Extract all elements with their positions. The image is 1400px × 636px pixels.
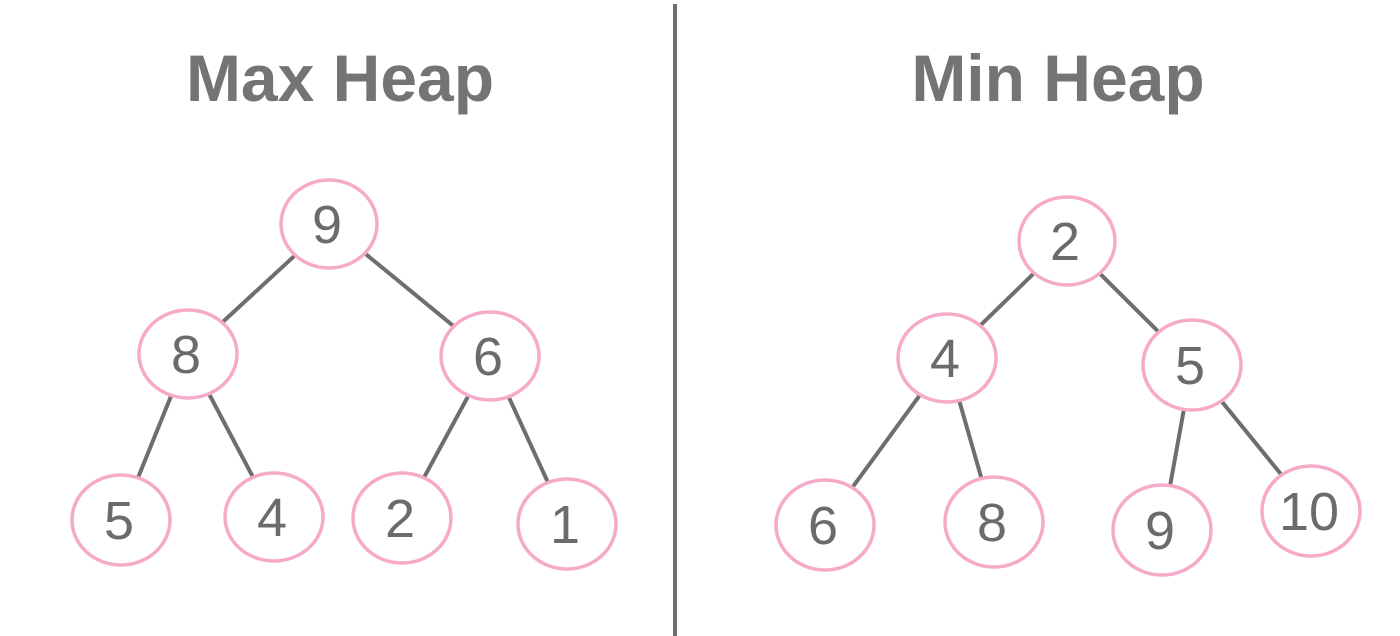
max-heap-node-label: 2 [385, 489, 415, 549]
min-heap-node-10: 10 [1260, 464, 1362, 558]
min-heap-node-6: 6 [774, 478, 876, 572]
max-heap-node-circle [70, 473, 172, 567]
max-heap-edge-m9-m8 [220, 253, 297, 324]
min-heap-node-9: 9 [1111, 483, 1213, 577]
min-heap-node-circle [943, 475, 1045, 569]
min-heap-node-label: 8 [977, 493, 1007, 553]
max-heap-node-9: 9 [279, 178, 379, 270]
min-heap-node-circle [1111, 483, 1213, 577]
max-heap-edge-m8-m5 [136, 394, 174, 479]
max-heap-edge-m6-m2 [422, 394, 471, 479]
min-heap-node-label: 10 [1279, 482, 1339, 542]
max-heap-node-4: 4 [223, 471, 325, 563]
max-heap-edge-m9-m6 [363, 251, 456, 328]
min-heap-node-2: 2 [1017, 195, 1117, 287]
max-heap-node-1: 1 [516, 477, 618, 571]
min-heap-title: Min Heap [911, 41, 1204, 115]
min-heap-node-circle [1260, 464, 1362, 558]
max-heap-node-6: 6 [439, 310, 541, 402]
max-heap-node-label: 5 [104, 491, 134, 551]
min-heap-node-8: 8 [943, 475, 1045, 569]
min-heap-node-circle [1141, 318, 1243, 412]
min-heap-node-label: 5 [1175, 336, 1205, 396]
min-heap-edge-n4-n8 [957, 400, 984, 480]
max-heap-node-circle [439, 310, 541, 402]
min-heap-node-4: 4 [896, 312, 998, 404]
max-heap-node-circle [223, 471, 325, 563]
min-heap-node-label: 2 [1050, 212, 1080, 272]
max-heap-node-2: 2 [351, 471, 453, 565]
min-heap-node-circle [774, 478, 876, 572]
max-heap-node-5: 5 [70, 473, 172, 567]
min-heap-node-circle [1017, 195, 1117, 287]
max-heap-edge-m8-m4 [207, 392, 255, 479]
max-heap-node-label: 4 [257, 488, 287, 548]
min-heap-edge-n4-n6 [850, 393, 922, 489]
max-heap-node-label: 8 [171, 325, 201, 385]
max-heap-node-circle [279, 178, 379, 270]
min-heap-node-label: 4 [930, 329, 960, 389]
min-heap-edge-n5-n9 [1168, 409, 1186, 486]
min-heap-node-circle [896, 312, 998, 404]
max-heap-node-circle [516, 477, 618, 571]
min-heap-edge-n2-n5 [1098, 271, 1161, 334]
max-heap-node-circle [351, 471, 453, 565]
max-heap-node-label: 6 [473, 327, 503, 387]
max-heap-node-8: 8 [137, 308, 239, 400]
max-heap-node-label: 9 [312, 195, 342, 255]
min-heap-node-5: 5 [1141, 318, 1243, 412]
max-heap-node-circle [137, 308, 239, 400]
max-heap-title: Max Heap [186, 41, 494, 115]
min-heap-node-label: 6 [808, 496, 838, 556]
min-heap-node-label: 9 [1145, 501, 1175, 561]
max-heap-node-label: 1 [550, 495, 580, 555]
edges-layer [136, 251, 1284, 489]
min-heap-edge-n2-n4 [978, 271, 1036, 328]
min-heap-edge-n5-n10 [1219, 399, 1284, 477]
max-heap-edge-m6-m1 [506, 395, 550, 484]
nodes-layer: 9 8 6 5 4 2 1 2 4 5 6 8 9 10 [70, 178, 1362, 577]
